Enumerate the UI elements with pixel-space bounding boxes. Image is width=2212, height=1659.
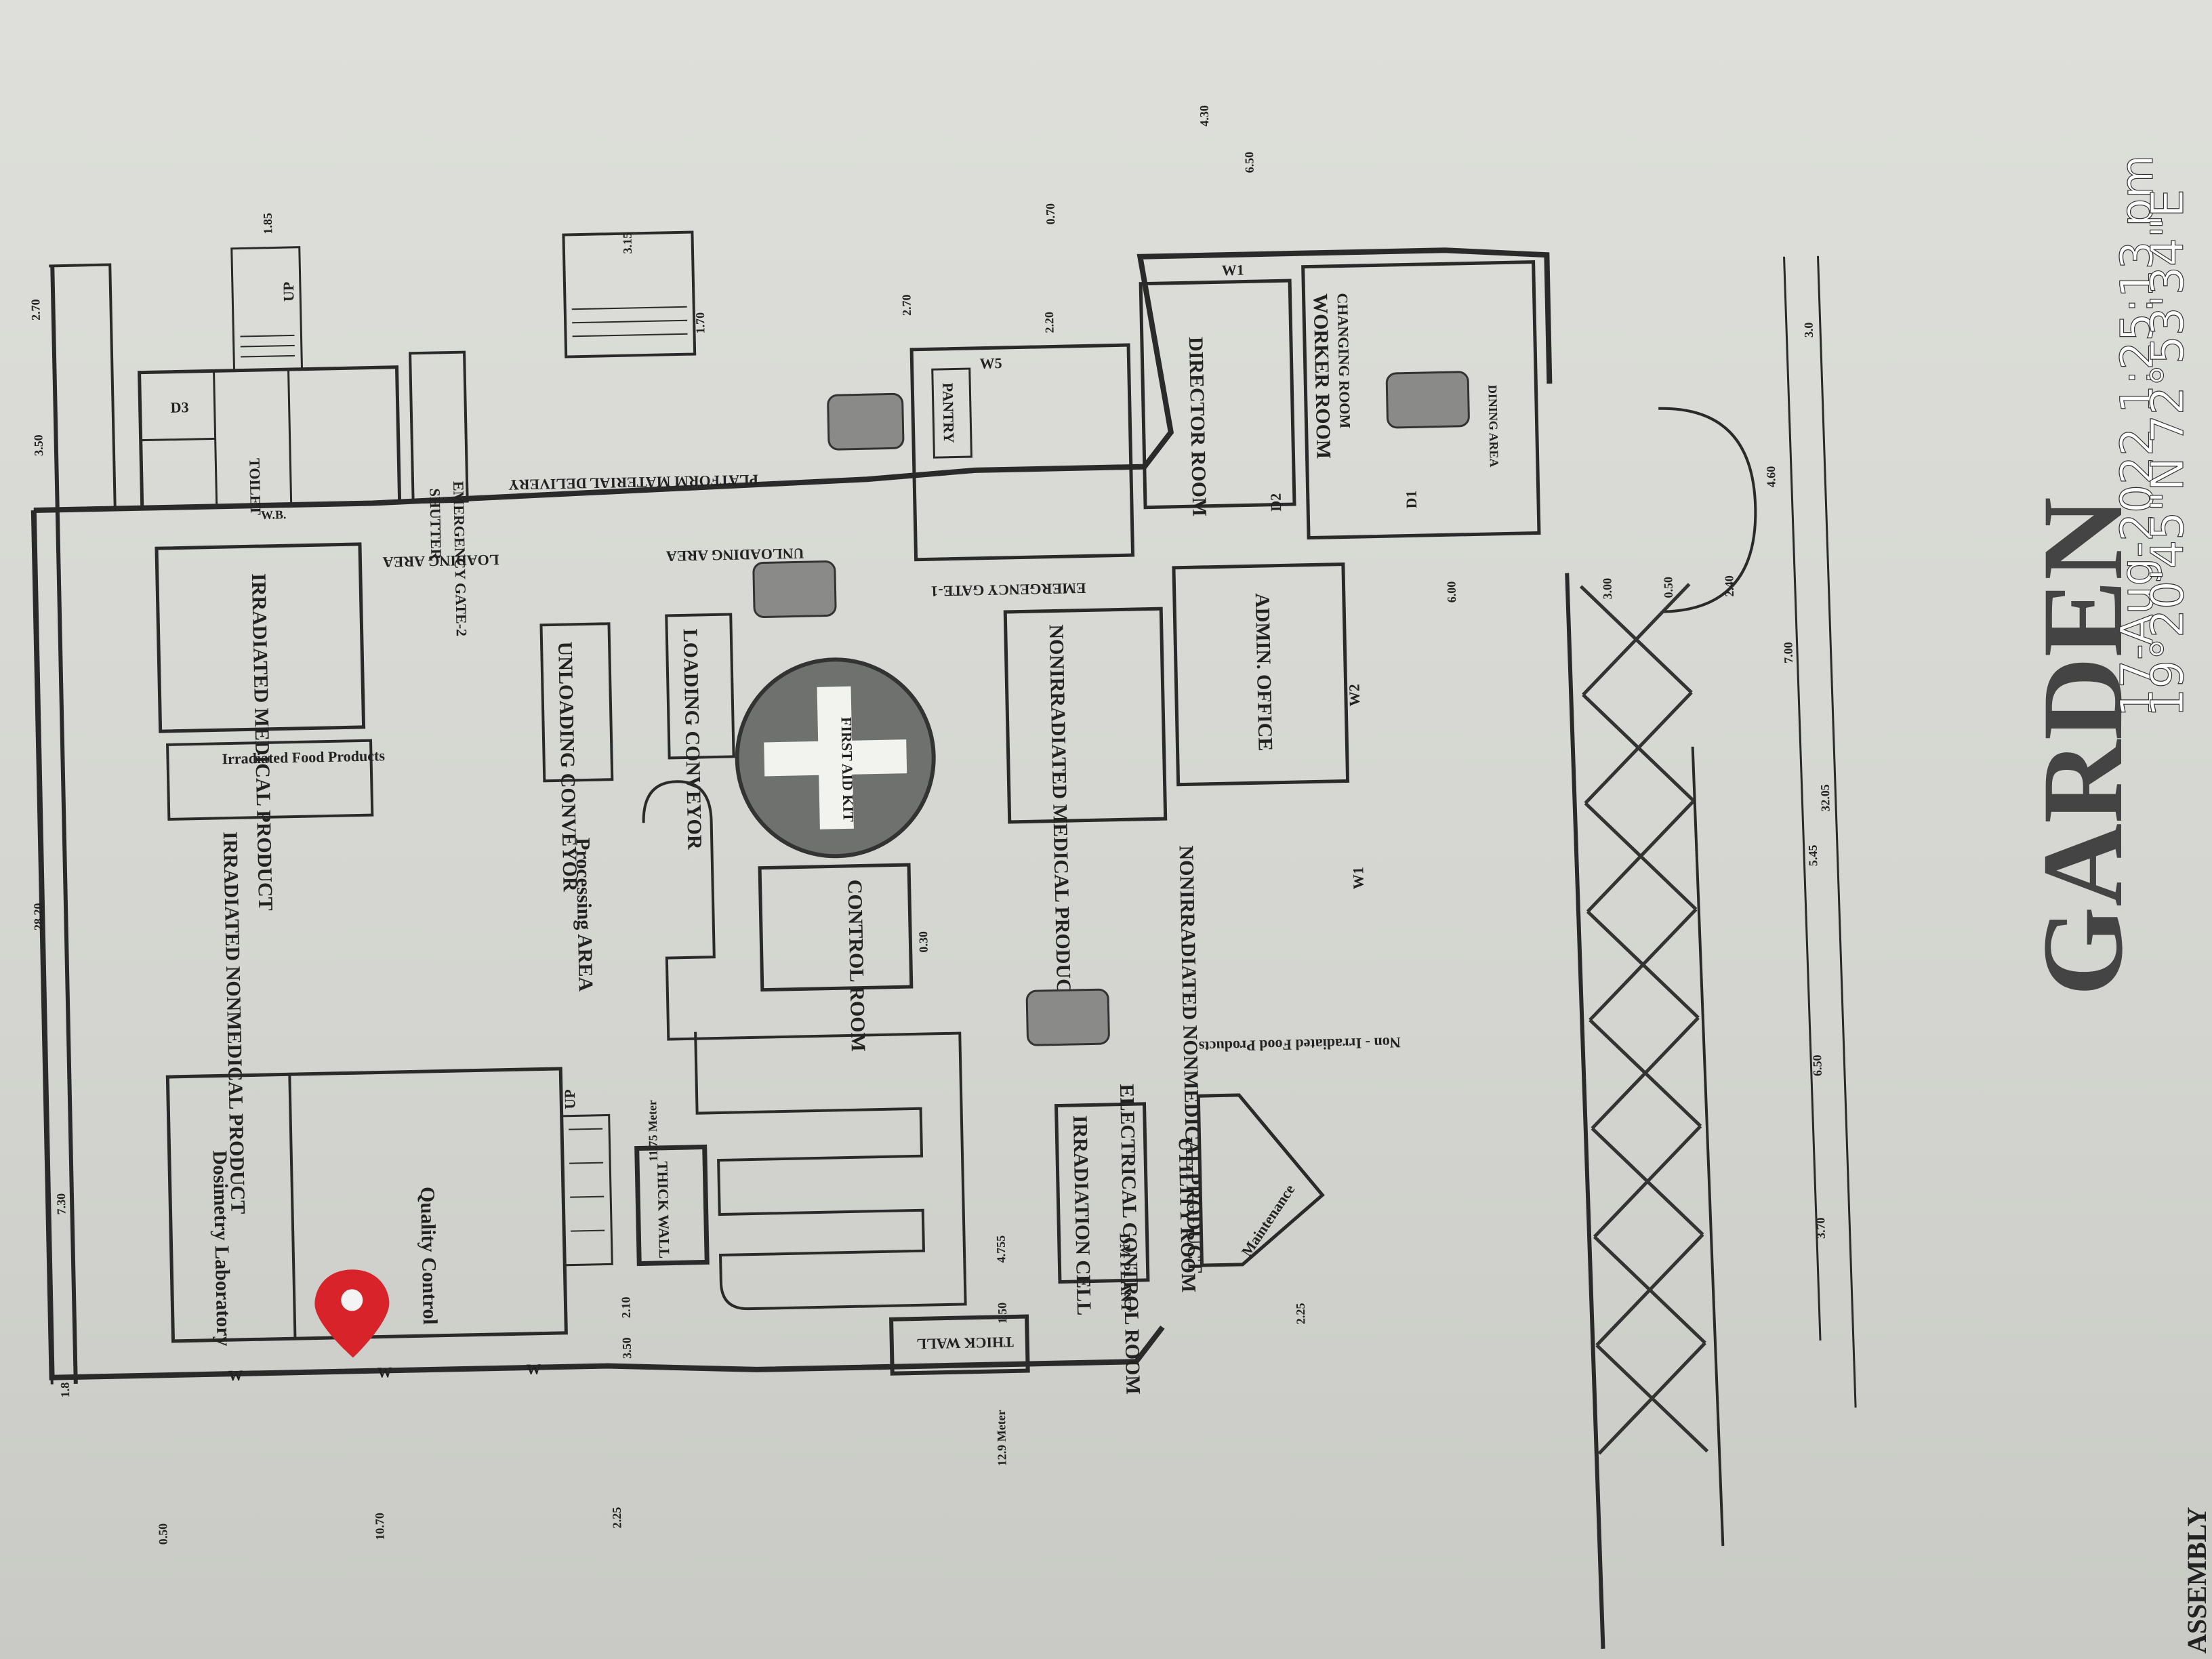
dim-370: 3.70	[1814, 1217, 1828, 1239]
dim-150: 1.50	[996, 1303, 1010, 1324]
control-room-label: CONTROL ROOM	[843, 879, 869, 1052]
dim-350b: 3.50	[620, 1337, 634, 1359]
w-mark-2: W	[377, 1364, 392, 1380]
emergency-gate-1-label: EMERGENCY GATE-1	[930, 579, 1086, 600]
dim-4755: 4.755	[994, 1235, 1008, 1263]
dim-650b: 6.50	[1810, 1054, 1824, 1076]
platform-area: SHUTTER EMERGENCY GATE-2 PLATFORM MATERI…	[382, 230, 758, 637]
shutter-label: SHUTTER	[426, 488, 445, 560]
timestamp-datetime: 17-Aug-2022 1:25:13 pm	[2111, 155, 2163, 717]
maintenance-label: Maintenance	[1238, 1181, 1298, 1260]
d2-mark: D2	[1267, 493, 1285, 511]
dm-plant-label: DM PLANT	[1116, 1233, 1134, 1313]
emergency-gate-2-label: EMERGENCY GATE-2	[450, 481, 470, 637]
irradiation-cell-block: THICK WALL THICK WALL IRRADIATION CELL D…	[634, 1084, 1150, 1395]
director-room-label: DIRECTOR ROOM	[1185, 337, 1211, 517]
quality-control-label: Quality Control	[416, 1187, 441, 1325]
thick-wall-2-label: THICK WALL	[916, 1334, 1014, 1353]
nonirr-food-label: Non - Irradiated Food Products	[1198, 1034, 1401, 1055]
first-aid-label: FIRST AID KIT	[838, 717, 857, 823]
dim-270: 2.70	[28, 299, 43, 321]
dim-460: 4.60	[1764, 466, 1778, 488]
w1-mark-1: W1	[1221, 262, 1244, 279]
changing-room-label: CHANGING ROOM	[1334, 293, 1354, 429]
dim-210: 2.10	[619, 1296, 633, 1318]
wb-label: W.B.	[261, 508, 287, 522]
w2-mark: W2	[1346, 684, 1364, 707]
loading-conveyor-label: LOADING CONVEYOR	[679, 628, 706, 850]
utility-room-label: UTILITY ROOM	[1174, 1136, 1200, 1292]
dim-2820: 28.20	[31, 903, 45, 930]
processing-zone: Processing AREA UNLOADING CONVEYOR LOADI…	[539, 545, 967, 1311]
dim-300: 3.00	[1600, 578, 1614, 600]
irradiated-food-label: Irradiated Food Products	[222, 747, 385, 767]
dim-18: 1.8	[58, 1382, 72, 1398]
dim-270b: 2.70	[899, 294, 914, 316]
door-window-marks: UP UP W1 W1 W2 W W W D1 D2	[228, 262, 1420, 1385]
dim-700: 7.00	[1781, 642, 1795, 663]
up-mark-2: UP	[561, 1089, 579, 1109]
dosimetry-label: Dosimetry Laboratory	[209, 1150, 235, 1347]
unloading-conveyor-label: UNLOADING CONVEYOR	[554, 641, 581, 892]
dimension-labels: 2.70 3.50 1.85 3.15 1.70 2.70 2.20 0.70 …	[28, 105, 1832, 1545]
admin-office-label: ADMIN. OFFICE	[1251, 593, 1277, 752]
processing-label: Processing AREA	[571, 838, 597, 992]
dim-545: 5.45	[1806, 844, 1820, 866]
dim-315: 3.15	[620, 232, 634, 254]
timestamp-coordinates: 19°20'45"N 72°53'34"E	[2142, 189, 2186, 717]
dim-225a: 2.25	[610, 1507, 624, 1529]
d1-mark: D1	[1403, 490, 1420, 508]
dim-1070: 10.70	[373, 1513, 387, 1540]
garden-label: GARDEN	[2019, 497, 2146, 996]
location-pin-icon	[314, 1269, 390, 1358]
pantry-label: PANTRY	[939, 382, 958, 443]
electrical-label: ELECTRICAL CONTROL ROOM	[1115, 1084, 1145, 1395]
up-mark-1: UP	[280, 281, 298, 302]
nonirr-medical-label: NONIRRADIATED MEDICAL PRODUCT	[1045, 624, 1076, 1007]
first-aid-sign: FIRST AID KIT	[735, 657, 936, 859]
dim-1290: 12.9 Meter	[994, 1410, 1009, 1466]
building-outline	[30, 247, 1553, 1385]
dim-050b: 0.50	[1661, 577, 1675, 598]
toilet-t-label: D3	[170, 398, 188, 416]
dim-070: 0.70	[1044, 203, 1058, 225]
w-mark-3: W	[526, 1361, 541, 1378]
photo-timestamp-overlay: 17-Aug-2022 1:25:13 pm 19°20'45"N 72°53'…	[2110, 155, 2186, 718]
garden-strip	[1565, 255, 1857, 1649]
toilet-label: TOILET	[246, 458, 264, 516]
dim-030: 0.30	[916, 931, 930, 953]
dim-600: 6.00	[1444, 581, 1458, 602]
w5-label: W5	[979, 354, 1002, 372]
w-mark-1: W	[228, 1367, 243, 1384]
office-wing-top: PANTRY W5 DIRECTOR ROOM WORKER ROOM CHAN…	[909, 260, 1757, 613]
dim-220: 2.20	[1042, 312, 1057, 333]
worker-room-label: WORKER ROOM	[1309, 293, 1335, 459]
dim-730: 7.30	[54, 1193, 68, 1215]
dim-650a: 6.50	[1242, 152, 1256, 173]
toilet-block: D3 TOILET W.B.	[138, 246, 402, 522]
dim-240: 2.40	[1722, 575, 1736, 597]
fire-extinguisher-icon	[752, 371, 1470, 1046]
dim-225b: 2.25	[1294, 1303, 1308, 1324]
irradiated-zone: IRRADIATED MEDICAL PRODUCT Irradiated Fo…	[155, 542, 386, 1214]
dim-170: 1.70	[693, 312, 708, 334]
dim-050: 0.50	[156, 1523, 170, 1545]
dim-185: 1.85	[261, 213, 275, 234]
dim-3205: 32.05	[1818, 784, 1832, 812]
thick-wall-1-label: THICK WALL	[654, 1162, 673, 1259]
nonirradiated-zone: NONIRRADIATED MEDICAL PRODUCT ADMIN. OFF…	[1003, 562, 1401, 1293]
dim-350: 3.50	[31, 434, 45, 456]
dim-1175: 11.75 Meter	[645, 1100, 660, 1162]
platform-label: PLATFORM MATERIAL DELIVERY	[508, 472, 758, 494]
loading-area-label: LOADING AREA	[382, 552, 499, 571]
dim-430: 4.30	[1197, 105, 1212, 127]
control-room: CONTROL ROOM	[758, 863, 914, 1052]
assembly-label: ASSEMBLY	[2182, 1507, 2212, 1654]
w1-mark-2: W1	[1349, 867, 1367, 890]
dining-area-label: DINING AREA	[1486, 385, 1501, 468]
irradiation-cell-label: IRRADIATION CELL	[1069, 1115, 1095, 1316]
dim-30: 3.0	[1802, 322, 1816, 337]
